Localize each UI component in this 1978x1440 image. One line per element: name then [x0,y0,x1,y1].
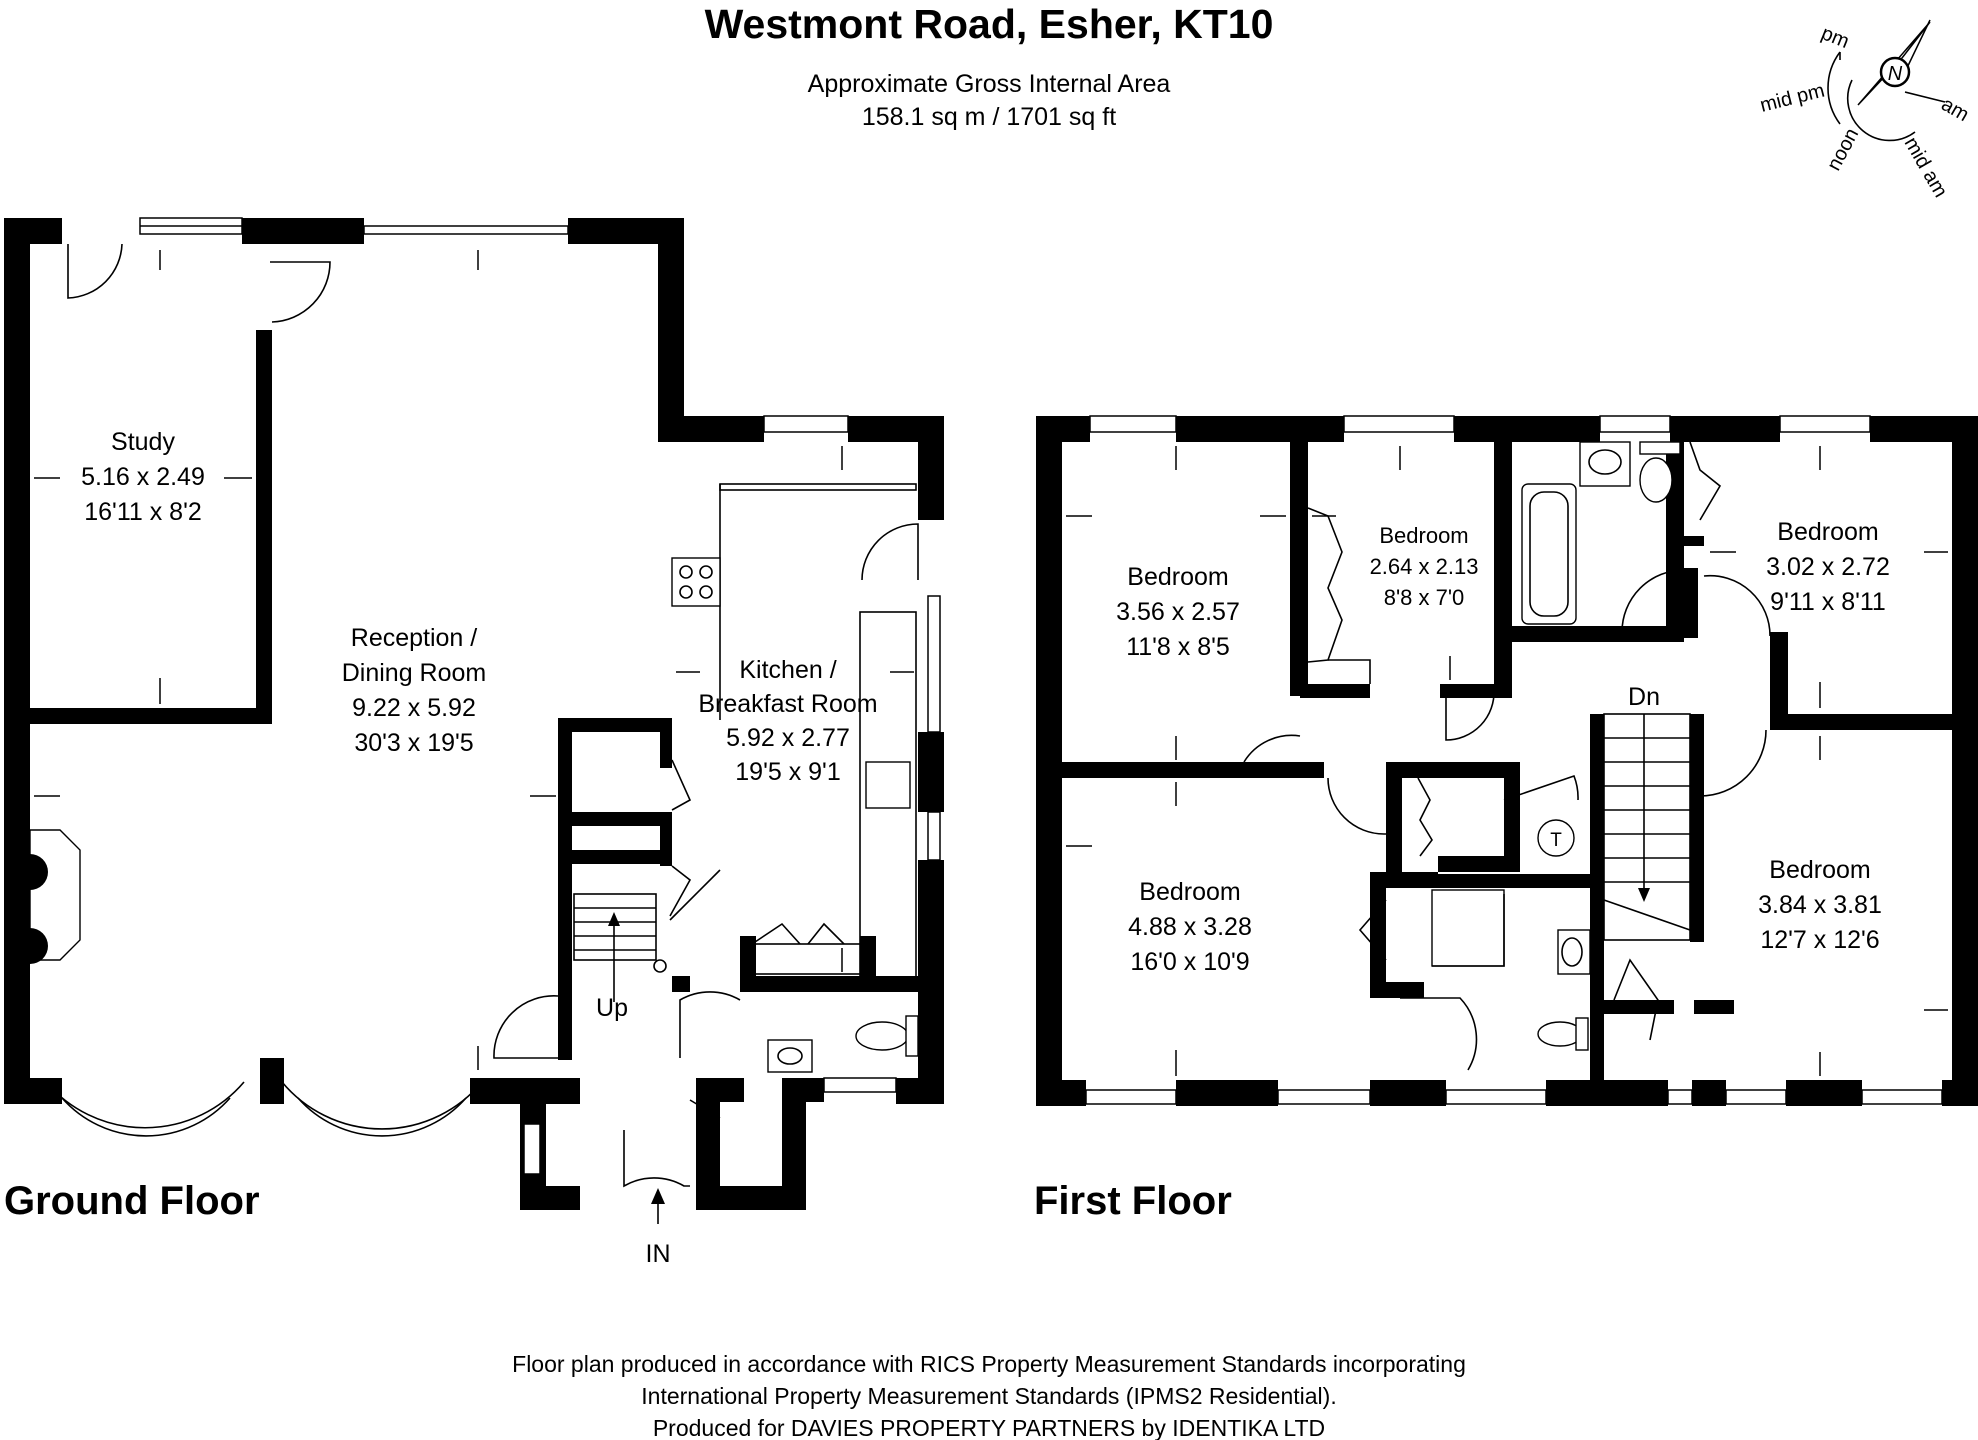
footer-line-3: Produced for DAVIES PROPERTY PARTNERS by… [653,1415,1325,1440]
room-name: Bedroom [1139,878,1240,906]
room-imperial: 16'11 x 8'2 [84,498,202,526]
ground-stairs [573,893,667,1002]
room-metric: 2.64 x 2.13 [1370,554,1479,579]
ground-floor-title: Ground Floor [4,1179,260,1223]
room-metric: 3.56 x 2.57 [1116,598,1240,626]
room-bedroom-5: Bedroom 3.84 x 3.81 12'7 x 12'6 [1758,856,1882,954]
room-metric: 3.84 x 3.81 [1758,891,1882,919]
room-imperial: 19'5 x 9'1 [735,758,840,786]
compass-label-pm: pm [1818,22,1852,53]
room-name: Reception / [351,624,478,652]
room-metric: 5.16 x 2.49 [81,463,205,491]
compass-label-noon: noon [1823,125,1863,175]
room-bedroom-1: Bedroom 3.56 x 2.57 11'8 x 8'5 [1116,563,1240,661]
first-dimension-arrows [1066,446,1948,1076]
room-imperial: 8'8 x 7'0 [1384,585,1465,610]
room-imperial: 9'11 x 8'11 [1770,588,1886,616]
room-name-line2: Dining Room [342,659,487,687]
compass-label-mid-pm: mid pm [1758,80,1827,117]
room-metric: 3.02 x 2.72 [1766,553,1890,581]
ground-dimension-arrows [34,250,914,1070]
room-imperial: 30'3 x 19'5 [354,729,473,757]
room-imperial: 11'8 x 8'5 [1126,633,1230,661]
first-floor-plan: T [1034,415,1978,1223]
room-metric: 9.22 x 5.92 [352,694,476,722]
stairs-down-label: Dn [1628,683,1660,711]
tank-label: T [1550,830,1562,851]
first-stairs [1603,713,1691,941]
north-letter: N [1888,63,1903,85]
first-floor-title: First Floor [1034,1179,1232,1223]
entrance-label: IN [646,1240,671,1268]
compass-label-mid-am: mid am [1900,134,1952,202]
room-name-line2: Breakfast Room [698,690,877,718]
ground-floor-plan: Study 5.16 x 2.49 16'11 x 8'2 Reception … [4,217,944,1268]
area-value: 158.1 sq m / 1701 sq ft [862,103,1116,131]
stairs-up-label: Up [596,994,628,1022]
room-imperial: 12'7 x 12'6 [1760,926,1879,954]
plan-title: Westmont Road, Esher, KT10 [705,1,1274,47]
room-bedroom-2: Bedroom 2.64 x 2.13 8'8 x 7'0 [1370,523,1479,610]
room-kitchen-breakfast: Kitchen / Breakfast Room 5.92 x 2.77 19'… [698,656,877,786]
room-bedroom-3: Bedroom 3.02 x 2.72 9'11 x 8'11 [1766,518,1890,616]
room-metric: 4.88 x 3.28 [1128,913,1252,941]
footer-line-2: International Property Measurement Stand… [641,1383,1336,1409]
compass-icon: N pm mid pm noon mid am am [1758,19,1973,202]
room-name: Bedroom [1769,856,1870,884]
room-name: Study [111,428,175,456]
north-marker [1879,56,1911,88]
room-reception-dining: Reception / Dining Room 9.22 x 5.92 30'3… [342,624,487,757]
compass-label-am: am [1938,93,1973,126]
room-name: Bedroom [1379,523,1468,548]
room-imperial: 16'0 x 10'9 [1130,948,1249,976]
room-metric: 5.92 x 2.77 [726,724,850,752]
room-name: Bedroom [1777,518,1878,546]
footer-line-1: Floor plan produced in accordance with R… [512,1351,1466,1377]
room-name: Kitchen / [739,656,836,684]
room-bedroom-4: Bedroom 4.88 x 3.28 16'0 x 10'9 [1128,878,1252,976]
room-study: Study 5.16 x 2.49 16'11 x 8'2 [81,428,205,526]
area-label: Approximate Gross Internal Area [808,70,1171,98]
room-name: Bedroom [1127,563,1228,591]
